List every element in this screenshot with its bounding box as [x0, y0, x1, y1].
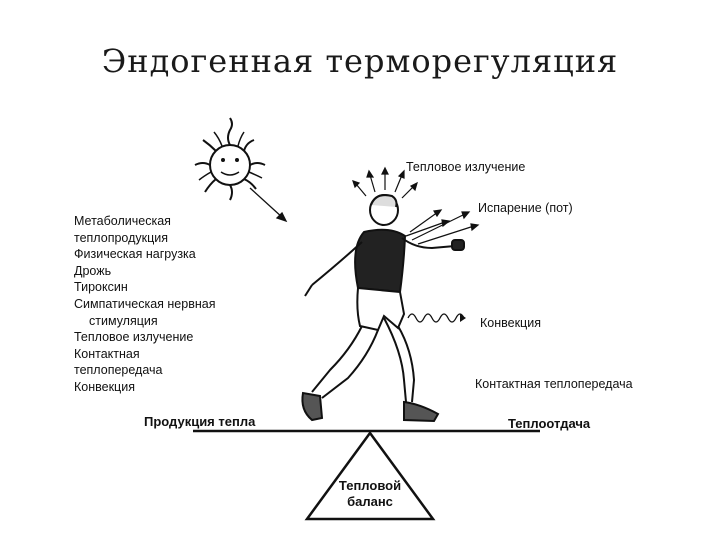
- balance-fulcrum: [304, 430, 436, 521]
- runner-figure: [301, 194, 465, 423]
- list-item: Метаболическая: [74, 214, 171, 228]
- list-item: Физическая нагрузка: [74, 247, 196, 262]
- radiation-label: Тепловое излучение: [406, 160, 526, 174]
- list-item: Симпатическая нервная: [74, 296, 216, 311]
- evaporation-arrows: [405, 209, 480, 245]
- contact-transfer-label: Контактная теплопередача: [475, 377, 633, 391]
- sun-icon: [194, 117, 266, 201]
- heat-balance-label: Тепловой баланс: [320, 478, 420, 510]
- heat-balance-line1: Тепловой: [338, 478, 402, 493]
- heat-production-label: Продукция тепла: [144, 414, 256, 429]
- convection-wave: [407, 313, 465, 323]
- heat-production-list: Метаболическая теплопродукция Физическая…: [74, 213, 215, 396]
- list-item: Конвекция: [74, 379, 135, 394]
- list-item: Контактная: [74, 346, 140, 361]
- radiation-arrows: [352, 166, 418, 199]
- list-item: Тепловое излучение: [74, 330, 194, 345]
- heat-balance-line2: баланс: [347, 494, 393, 509]
- sun-ray-arrow: [249, 187, 288, 223]
- convection-label: Конвекция: [480, 316, 541, 330]
- page-title: Эндогенная терморегуляция: [101, 42, 619, 80]
- list-item: Дрожь: [74, 263, 112, 278]
- list-item: стимуляция: [89, 313, 158, 328]
- heat-loss-label: Теплоотдача: [508, 416, 591, 431]
- evaporation-label: Испарение (пот): [478, 201, 573, 215]
- list-item: теплопродукция: [74, 230, 169, 245]
- list-item: теплопередача: [74, 363, 163, 378]
- list-item: Тироксин: [74, 280, 128, 295]
